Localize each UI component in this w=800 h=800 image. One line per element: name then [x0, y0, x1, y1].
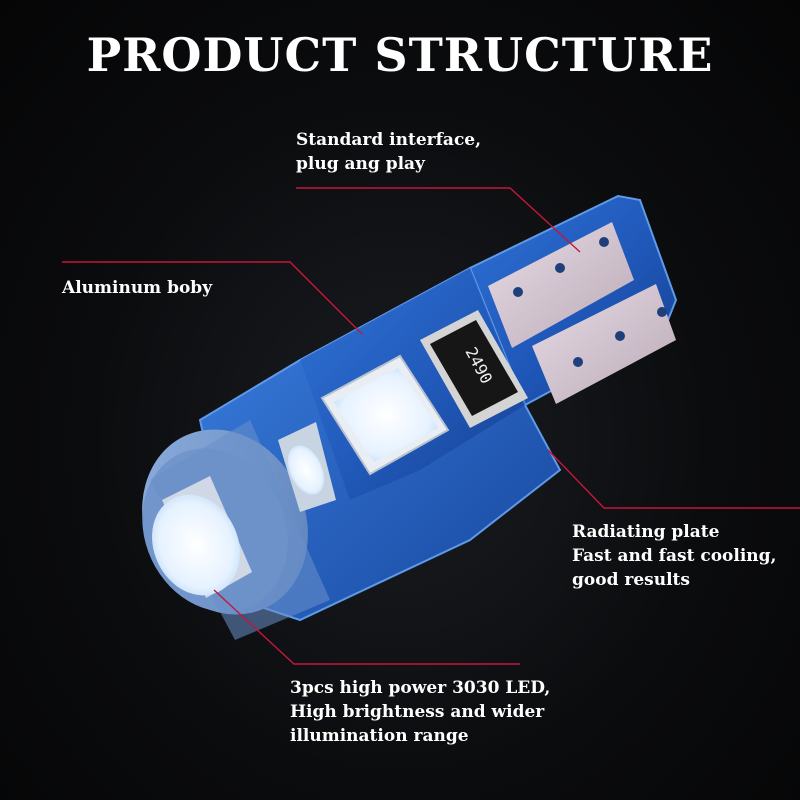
side-led — [278, 422, 336, 512]
page-title: PRODUCT STRUCTURE — [86, 28, 714, 82]
resistor: 2490 — [420, 310, 528, 428]
callout-interface: Standard interface, plug ang play — [296, 128, 481, 176]
contact-holes — [513, 237, 667, 367]
callout-interface-line-2: plug ang play — [296, 154, 425, 174]
callout-line-aluminum — [62, 261, 363, 335]
callout-radiating-line-1: Radiating plate — [572, 522, 720, 542]
callout-led: 3pcs high power 3030 LED, High brightnes… — [290, 676, 550, 748]
callout-interface-line-1: Standard interface, — [296, 130, 482, 150]
callout-lines — [62, 187, 800, 665]
callout-led-line-3: illumination range — [290, 726, 469, 746]
callout-aluminum: Aluminum boby — [62, 276, 212, 300]
callout-aluminum-line-1: Aluminum boby — [62, 278, 213, 298]
callout-radiating-line-2: Fast and fast cooling, — [572, 546, 777, 566]
contact-pad-top — [488, 222, 634, 348]
front-led — [152, 476, 252, 598]
callout-line-radiating — [547, 449, 800, 509]
callout-line-interface — [296, 187, 581, 253]
contact-pad-bottom — [532, 284, 676, 404]
callout-led-line-1: 3pcs high power 3030 LED, — [290, 678, 551, 698]
top-led-chip — [320, 354, 450, 476]
callout-radiating: Radiating plate Fast and fast cooling, g… — [572, 520, 776, 592]
callout-led-line-2: High brightness and wider — [290, 702, 545, 722]
callout-radiating-line-3: good results — [572, 570, 690, 590]
callout-line-led — [213, 589, 520, 665]
